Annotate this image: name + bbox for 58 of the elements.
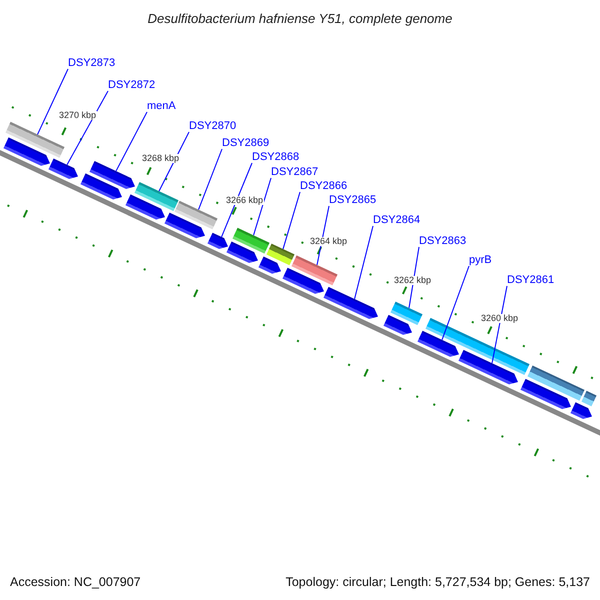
scale-label: 3266 kbp [225,196,264,205]
gene-label: DSY2869 [222,138,270,149]
gene-label: DSY2868 [252,152,300,163]
gene-label: menA [147,101,176,112]
gene-label: DSY2870 [189,121,236,132]
gene-label: DSY2873 [68,58,116,69]
gene-label: DSY2867 [271,167,318,178]
gene-feature [3,137,50,166]
leader-line [116,112,148,172]
leader-line [198,148,222,210]
scale-label: 3262 kbp [393,276,432,285]
gene-feature [282,268,324,294]
gene-label: DSY2864 [373,215,420,226]
gene-bar [134,182,179,212]
scale-label: 3260 kbp [480,314,520,323]
gene-feature [383,314,412,335]
leader-line [354,226,374,300]
gene-feature [417,330,459,357]
leader-line [282,192,300,250]
gene-bar [232,228,270,254]
gene-feature [125,194,165,220]
leader-line [442,266,470,340]
diagram-title: Desulfitobacterium hafniense Y51, complete genome [146,11,454,26]
gene-label: DSY2866 [300,181,348,192]
gene-label: DSY2863 [419,236,466,247]
leader-line [37,68,68,135]
gene-feature [226,242,258,264]
gene-feature [164,212,205,238]
gene-feature [48,158,78,179]
scale-label: 3270 kbp [58,111,98,120]
leader-line [221,162,252,238]
gene-feature [570,402,592,419]
leader-line [316,206,330,266]
gene-feature [520,378,571,410]
scale-label: 3268 kbp [141,154,180,163]
gene-feature [89,161,135,190]
gene-feature [207,232,228,249]
gene-label: pyrB [469,255,492,266]
gene-label: DSY2865 [329,195,376,206]
gene-feature [458,350,518,384]
gene-label: DSY2861 [507,275,554,286]
genome-info: Topology: circular; Length: 5,727,534 bp; Genes: 5,137 [286,576,590,588]
gene-bar [390,302,423,326]
gene-bar [174,200,218,230]
gene-feature [80,173,122,200]
gene-feature [258,256,281,274]
gene-bar [581,390,597,406]
scale-label: 3264 kbp [309,237,348,246]
leader-line [253,178,272,236]
gene-bar [5,122,65,158]
gene-bar [291,255,338,286]
leader-line [66,90,108,166]
gene-feature [323,286,378,320]
leader-line [408,246,420,308]
gene-bar [266,244,295,266]
gene-bar [527,366,585,401]
gene-label: DSY2872 [108,80,156,91]
genome-info: Accession: NC_007907 [10,576,141,588]
